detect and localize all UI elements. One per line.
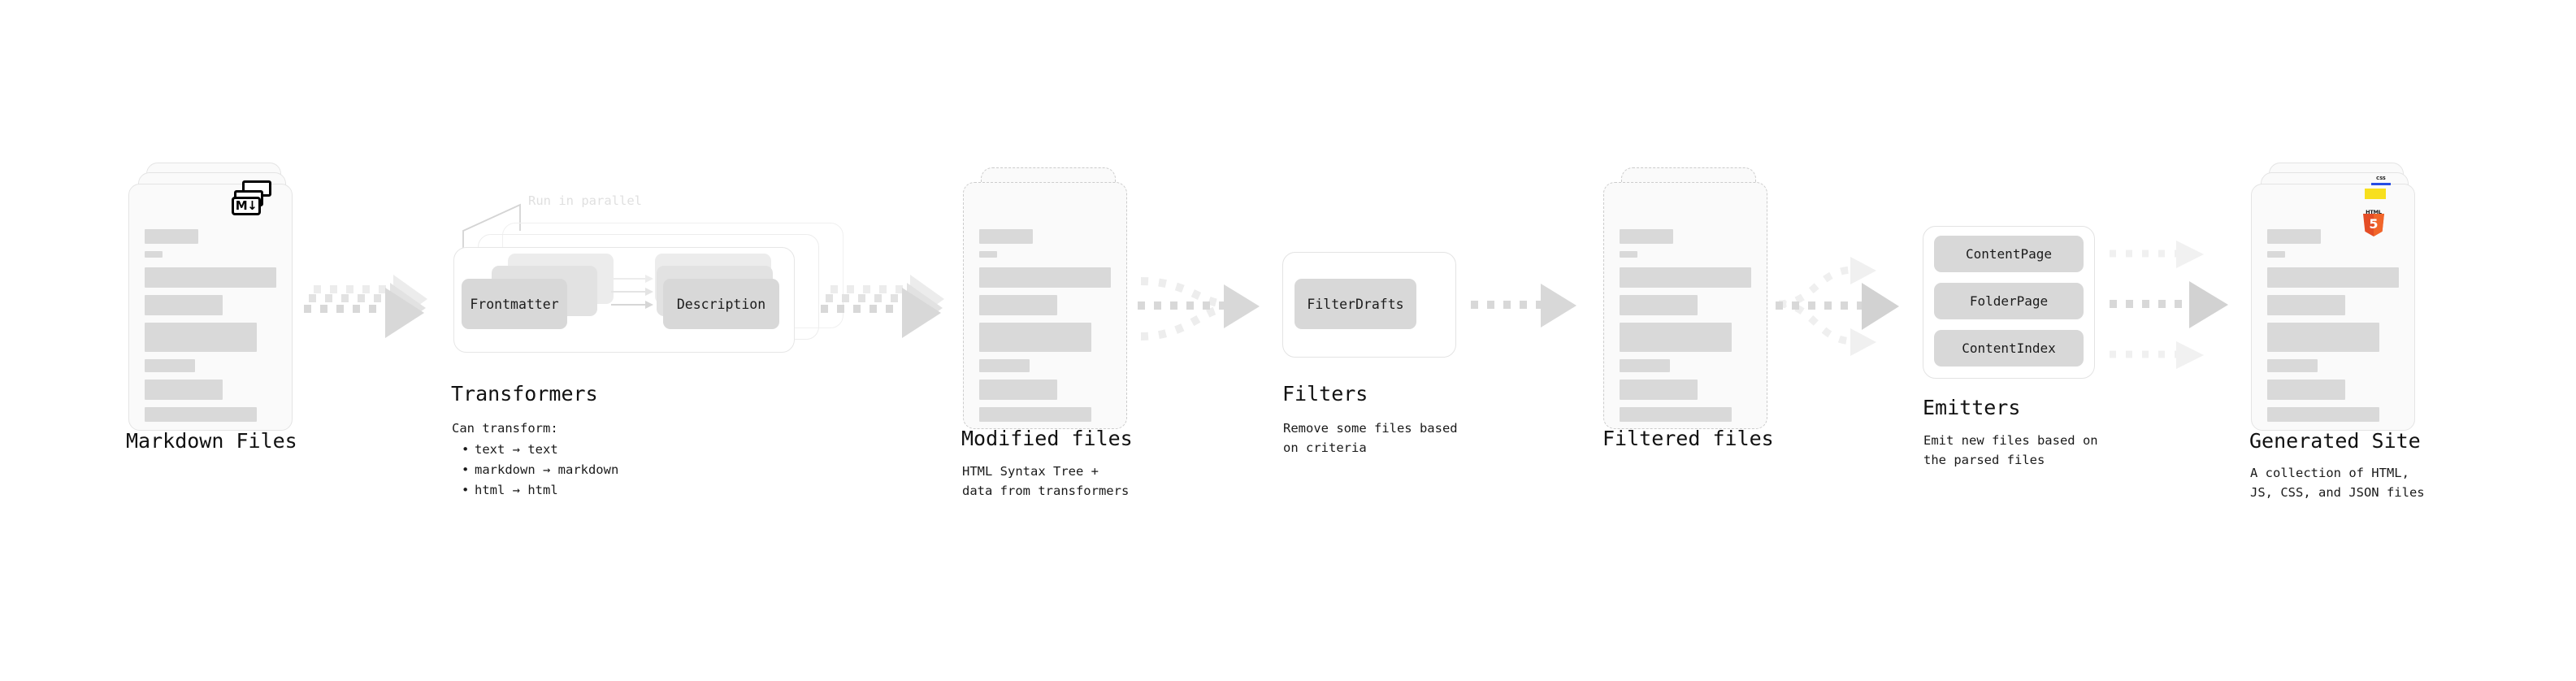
frontmatter-chip[interactable]: Frontmatter [462, 279, 567, 329]
generated-placeholder-lines [2267, 229, 2399, 429]
filterdrafts-chip[interactable]: FilterDrafts [1295, 279, 1416, 329]
transformers-bullet-label-2: html → html [475, 483, 558, 498]
transformers-inner-arrows [611, 275, 653, 309]
contentindex-chip[interactable]: ContentIndex [1934, 330, 2084, 367]
generated-site-card-stack: CSS HTML 5 [2251, 163, 2423, 431]
generated-site-title: Generated Site [2249, 429, 2421, 453]
filters-subtitle: Remove some files based on criteria [1283, 421, 1458, 456]
transformers-bullet-list: •text → text •markdown → markdown •html … [462, 440, 618, 501]
html5-icon-word: HTML [2366, 209, 2382, 215]
html5-icon: HTML 5 [2363, 209, 2384, 236]
filterdrafts-chip-label: FilterDrafts [1307, 296, 1404, 312]
modified-placeholder-lines [979, 229, 1111, 429]
emitters-title: Emitters [1923, 396, 2021, 419]
generated-site-subtitle: A collection of HTML, JS, CSS, and JSON … [2250, 466, 2425, 501]
modified-files-subtitle: HTML Syntax Tree + data from transformer… [962, 464, 1130, 499]
filtered-files-card-stack [1603, 163, 1776, 431]
modified-files-card-stack [963, 163, 1135, 431]
arrow-modified-to-filters [1138, 277, 1260, 340]
markdown-files-title: Markdown Files [126, 429, 297, 453]
filtered-placeholder-lines [1620, 229, 1751, 429]
html5-icon-digit: 5 [2369, 216, 2379, 232]
description-chip-label: Description [676, 296, 766, 312]
arrow-transformers-to-modified [821, 275, 944, 338]
contentpage-chip[interactable]: ContentPage [1934, 236, 2084, 272]
css-icon-label: CSS [2376, 176, 2386, 181]
folderpage-chip[interactable]: FolderPage [1934, 283, 2084, 319]
css-icon: CSS [2371, 176, 2391, 185]
transformers-bullet-0: •text → text [462, 442, 558, 457]
js-icon [2365, 189, 2386, 199]
markdown-placeholder-lines [145, 229, 276, 429]
transformers-subtitle: Can transform: [452, 421, 558, 436]
arrow-filters-to-filtered [1471, 284, 1576, 327]
transformers-bullet-label-0: text → text [475, 442, 558, 457]
transformers-bullet-label-1: markdown → markdown [475, 462, 619, 478]
emitters-subtitle: Emit new files based on the parsed files [1923, 433, 2098, 468]
arrow-emitters-to-site [2110, 241, 2228, 369]
modified-files-title: Modified files [961, 427, 1133, 450]
description-chip[interactable]: Description [663, 279, 779, 329]
arrow-filtered-to-emitters [1776, 257, 1899, 356]
run-in-parallel-label: Run in parallel [528, 193, 642, 208]
markdown-icon: M↓ [232, 197, 261, 215]
markdown-files-card-stack: M↓ [128, 163, 301, 431]
contentindex-chip-label: ContentIndex [1962, 340, 2056, 356]
filtered-files-title: Filtered files [1602, 427, 1774, 450]
css-icon-bar [2371, 183, 2391, 185]
folderpage-chip-label: FolderPage [1969, 293, 2049, 309]
run-in-parallel-connector [462, 203, 521, 255]
transformers-bullet-2: •html → html [462, 483, 558, 498]
frontmatter-chip-label: Frontmatter [470, 296, 559, 312]
arrow-markdown-to-transformers [304, 275, 427, 338]
transformers-title: Transformers [451, 382, 598, 406]
filters-title: Filters [1282, 382, 1368, 406]
contentpage-chip-label: ContentPage [1966, 246, 2052, 262]
transformers-bullet-1: •markdown → markdown [462, 462, 619, 478]
